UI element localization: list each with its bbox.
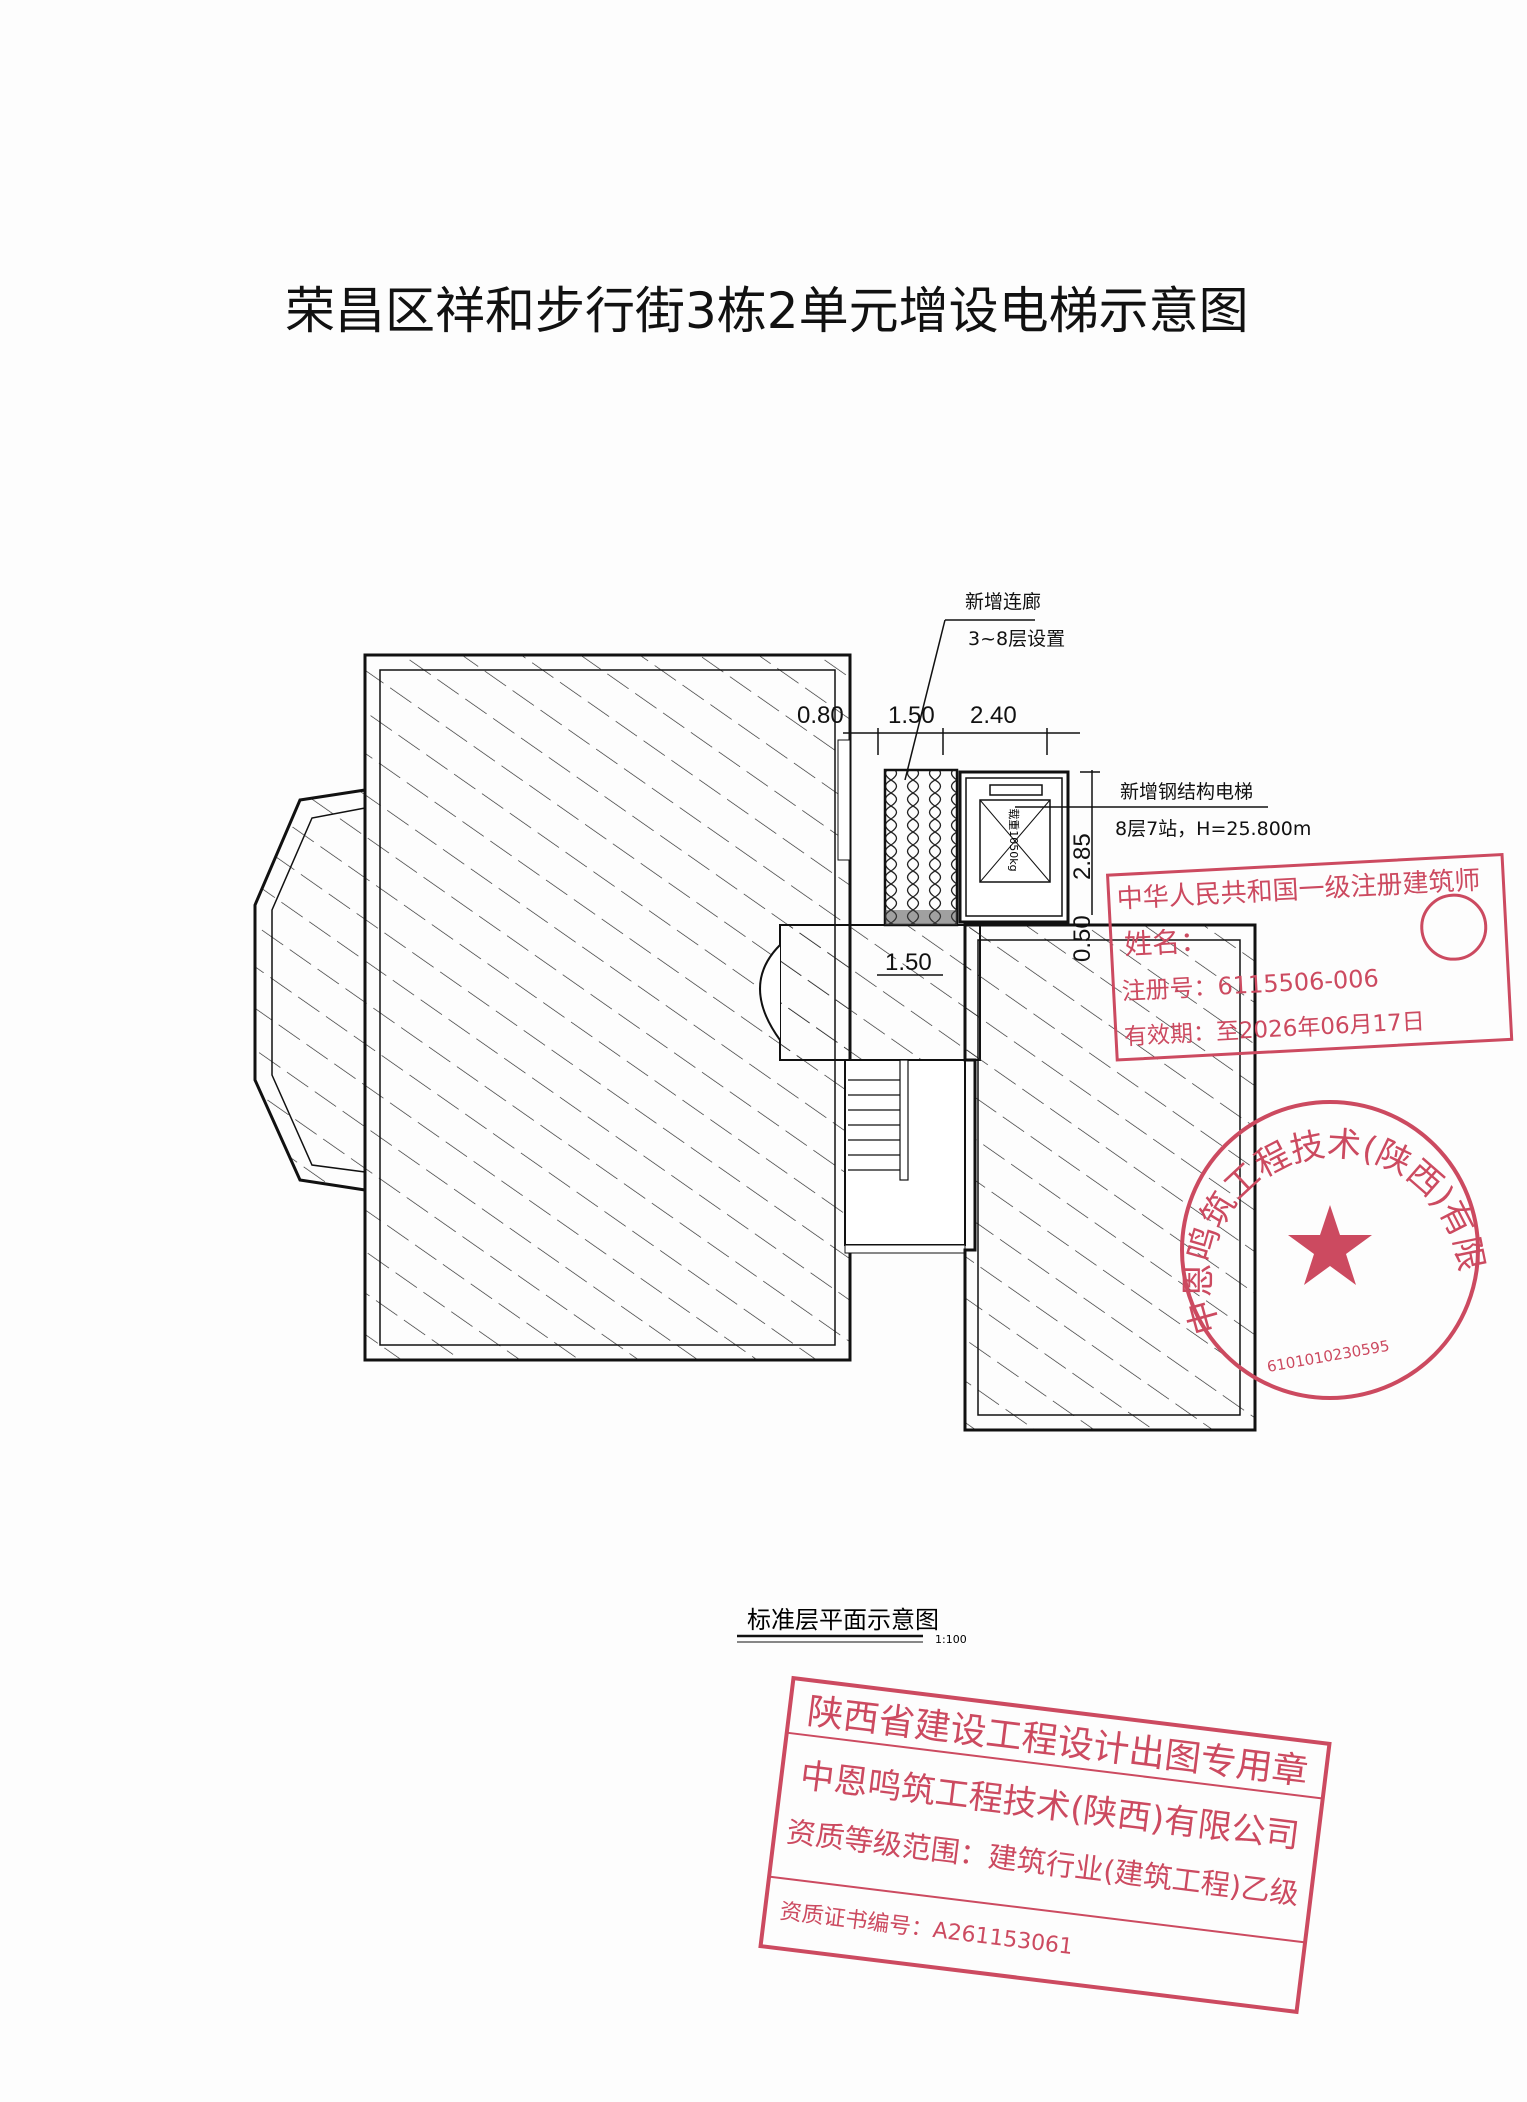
dim-gap: 0.80 (797, 702, 844, 729)
elevator-car-label: 载重1050kg (1007, 808, 1021, 871)
new-corridor (883, 768, 959, 927)
plan-scale: 1:100 (935, 1633, 967, 1646)
dimension-lines (843, 619, 1268, 976)
dim-offset: 0.50 (1069, 915, 1096, 962)
corridor-floors: 3~8层设置 (968, 628, 1065, 650)
dim-shaft-depth: 2.85 (1069, 833, 1096, 880)
new-elevator-shaft: 载重1050kg (958, 770, 1070, 924)
left-bay (253, 788, 367, 1192)
svg-text:6101010230595: 6101010230595 (1266, 1337, 1391, 1376)
elevator-label: 新增钢结构电梯 (1120, 781, 1253, 803)
dim-lower-width: 1.50 (885, 949, 932, 976)
corridor-label: 新增连廊 (965, 591, 1041, 613)
elevator-spec: 8层7站，H=25.800m (1115, 818, 1311, 840)
drawing-title: 荣昌区祥和步行街3栋2单元增设电梯示意图 (285, 282, 1249, 340)
entrance-vestibule (759, 924, 981, 1061)
dim-corridor-width: 1.50 (888, 702, 935, 729)
design-seal: 陕西省建设工程设计出图专用章 中恩鸣筑工程技术(陕西)有限公司 资质等级范围：建… (758, 1675, 1332, 2015)
stairwell (844, 1059, 966, 1254)
architect-stamp: 中华人民共和国一级注册建筑师 姓名： 注册号：6115506-006 有效期：至… (1105, 852, 1514, 1062)
right-building-block (963, 923, 1257, 1432)
svg-text:姓名：: 姓名： (1123, 924, 1209, 961)
plan-caption: 标准层平面示意图 (747, 1606, 939, 1634)
dim-shaft-width: 2.40 (970, 702, 1017, 729)
